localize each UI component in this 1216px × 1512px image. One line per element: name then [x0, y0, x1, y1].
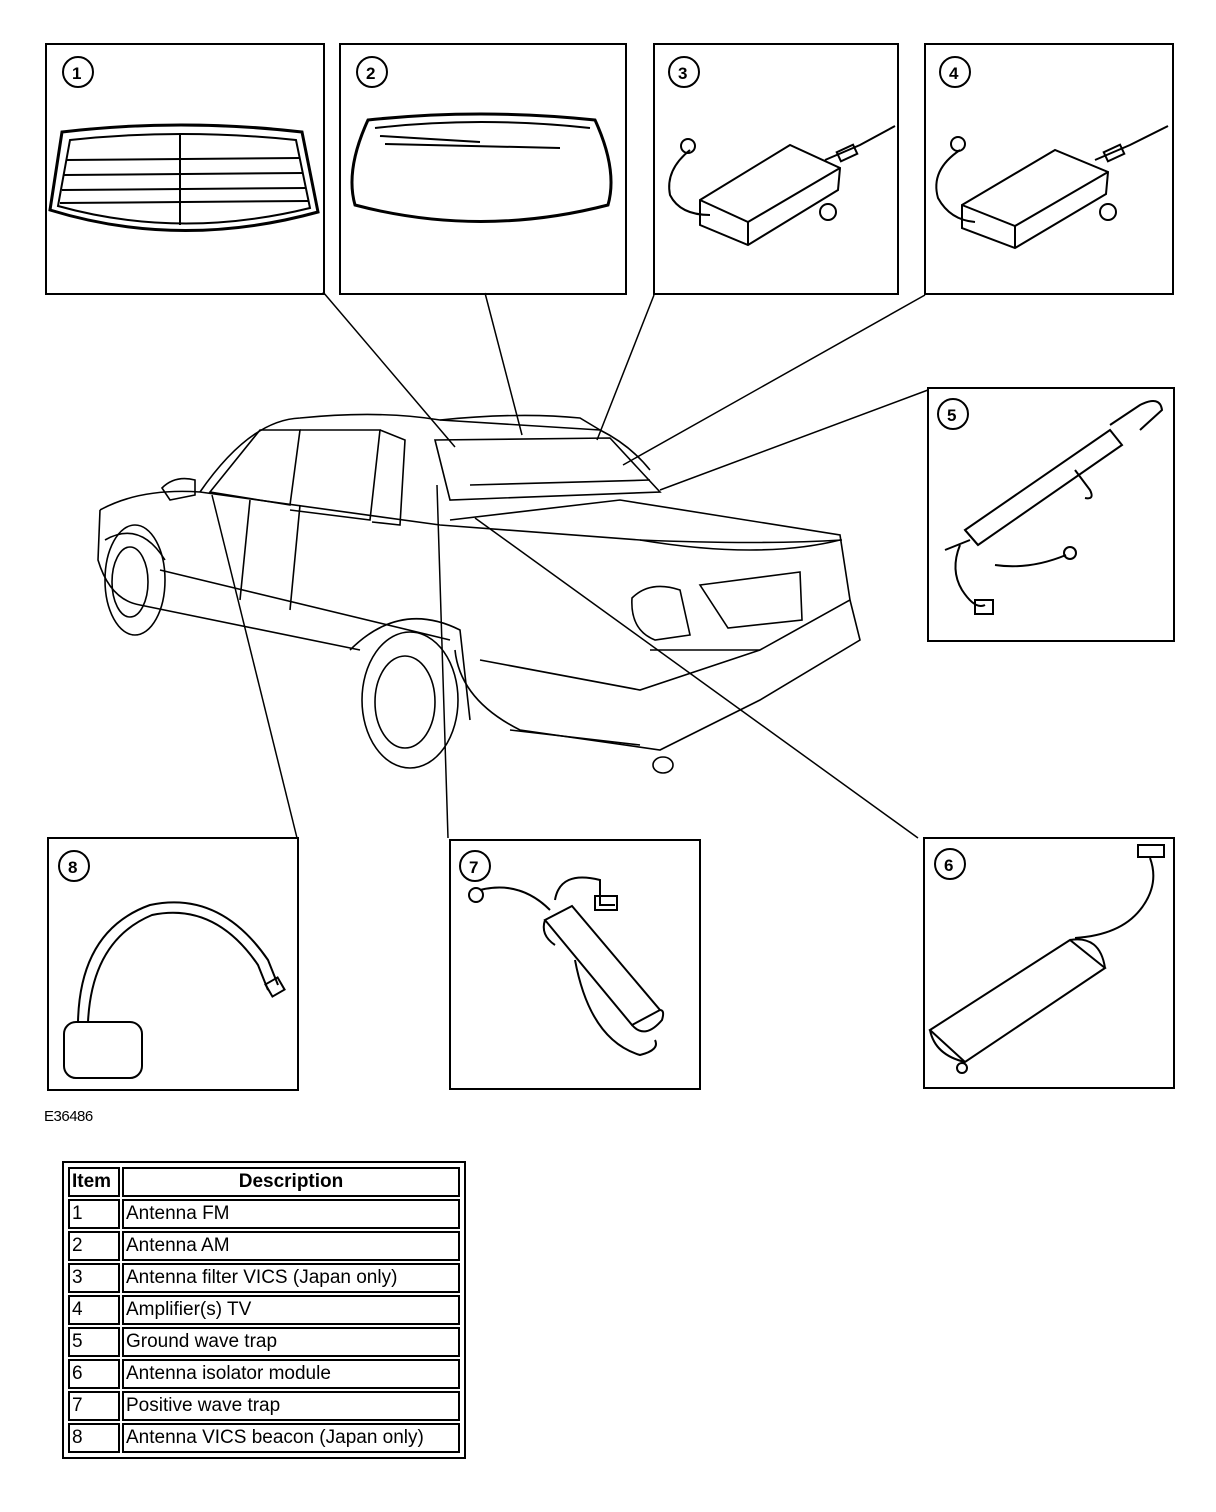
callout-1: 1 — [72, 64, 81, 83]
callout-4: 4 — [949, 64, 959, 83]
callout-3: 3 — [678, 64, 687, 83]
legend-table: Item Description 1 Antenna FM 2 Antenna … — [62, 1161, 466, 1459]
legend-item-description: Antenna AM — [122, 1231, 460, 1261]
table-row: 8 Antenna VICS beacon (Japan only) — [68, 1423, 460, 1453]
panel-4-amplifier-tv: 4 — [924, 43, 1174, 295]
legend-item-number: 4 — [68, 1295, 120, 1325]
table-row: 3 Antenna filter VICS (Japan only) — [68, 1263, 460, 1293]
panel-8-antenna-vics-beacon: 8 — [47, 837, 299, 1091]
legend-item-description: Antenna filter VICS (Japan only) — [122, 1263, 460, 1293]
legend-item-number: 3 — [68, 1263, 120, 1293]
legend-item-description: Positive wave trap — [122, 1391, 460, 1421]
table-row: 5 Ground wave trap — [68, 1327, 460, 1357]
callout-8: 8 — [68, 858, 77, 877]
legend-header-item: Item — [68, 1167, 120, 1197]
figure-reference-id: E36486 — [44, 1108, 93, 1125]
table-row: 2 Antenna AM — [68, 1231, 460, 1261]
legend-item-number: 5 — [68, 1327, 120, 1357]
panel-6-antenna-isolator-module: 6 — [923, 837, 1175, 1089]
legend-item-number: 2 — [68, 1231, 120, 1261]
legend-item-number: 6 — [68, 1359, 120, 1389]
panel-5-ground-wave-trap: 5 — [927, 387, 1175, 642]
table-row: 1 Antenna FM — [68, 1199, 460, 1229]
leader-lines — [211, 291, 929, 839]
panel-2-antenna-am: 2 — [339, 43, 627, 295]
callout-7: 7 — [469, 858, 478, 877]
callout-5: 5 — [947, 406, 956, 425]
legend-item-number: 7 — [68, 1391, 120, 1421]
panel-7-positive-wave-trap: 7 — [449, 839, 701, 1090]
antenna-system-diagram: 1 2 3 4 — [45, 43, 1175, 1091]
legend-header-description: Description — [122, 1167, 460, 1197]
callout-2: 2 — [366, 64, 375, 83]
vehicle-outline — [97, 413, 861, 774]
table-row: 7 Positive wave trap — [68, 1391, 460, 1421]
legend-item-number: 1 — [68, 1199, 120, 1229]
legend-item-number: 8 — [68, 1423, 120, 1453]
legend-item-description: Antenna isolator module — [122, 1359, 460, 1389]
legend-item-description: Antenna VICS beacon (Japan only) — [122, 1423, 460, 1453]
table-row: 6 Antenna isolator module — [68, 1359, 460, 1389]
legend-item-description: Amplifier(s) TV — [122, 1295, 460, 1325]
legend-item-description: Antenna FM — [122, 1199, 460, 1229]
legend-header-row: Item Description — [68, 1167, 460, 1197]
panel-1-antenna-fm: 1 — [45, 43, 325, 295]
panel-3-antenna-filter-vics: 3 — [653, 43, 899, 295]
table-row: 4 Amplifier(s) TV — [68, 1295, 460, 1325]
legend-item-description: Ground wave trap — [122, 1327, 460, 1357]
callout-6: 6 — [944, 856, 953, 875]
